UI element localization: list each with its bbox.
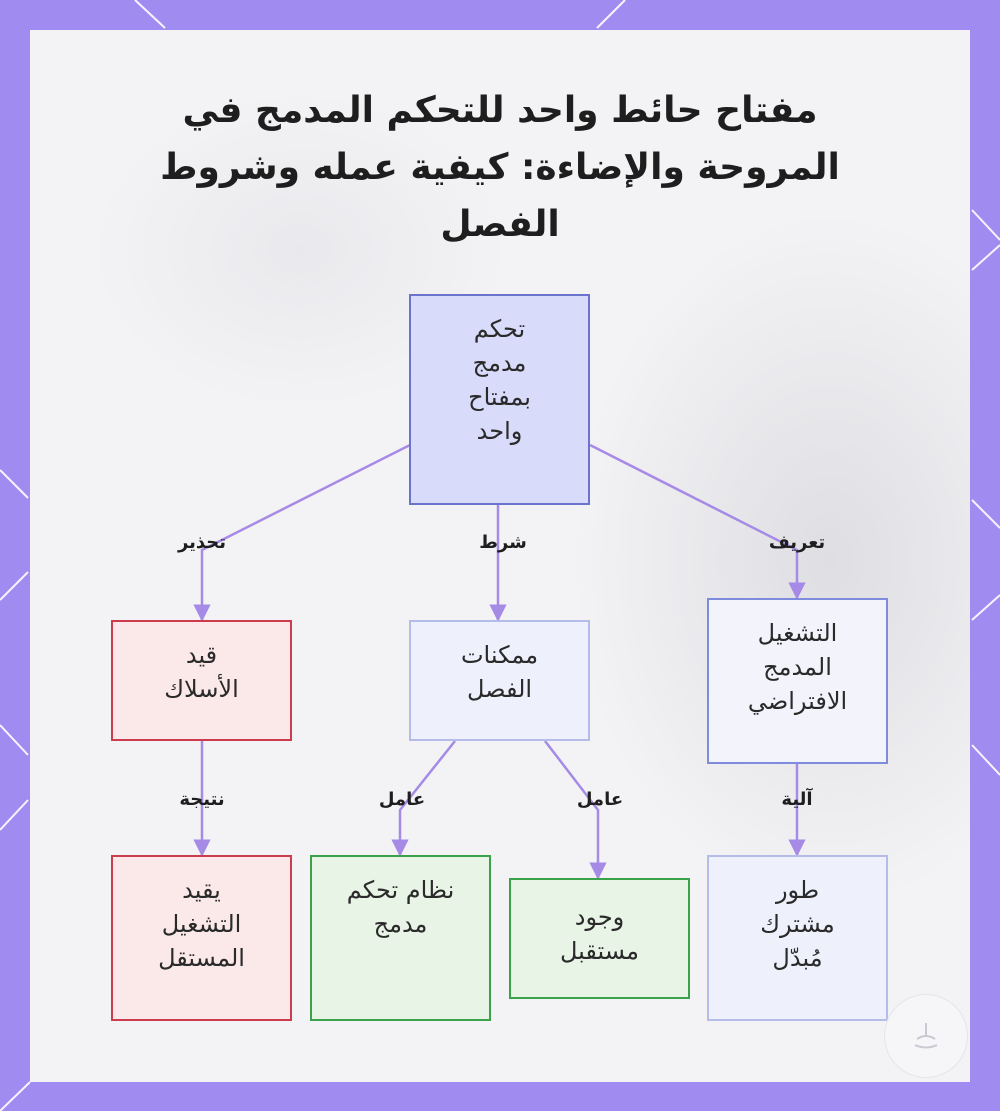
node-root: تحكم مدمج بمفتاح واحد bbox=[409, 294, 590, 505]
node-separation: ممكنات الفصل bbox=[409, 620, 590, 741]
edge-label-result: نتيجة bbox=[179, 789, 225, 810]
node-independent-limit-label: يقيد التشغيل المستقل bbox=[158, 876, 245, 972]
edge-root-to-wire-limit bbox=[193, 443, 411, 622]
diagram-title: مفتاح حائط واحد للتحكم المدمج في المروحة… bbox=[160, 90, 840, 245]
node-integrated-system: نظام تحكم مدمج bbox=[310, 855, 491, 1021]
edge-root-to-default-operation bbox=[589, 443, 806, 600]
node-independent-limit: يقيد التشغيل المستقل bbox=[111, 855, 292, 1021]
node-default-operation-label: التشغيل المدمج الافتراضي bbox=[747, 619, 848, 715]
node-wire-limit-label: قيد الأسلاك bbox=[164, 641, 239, 703]
node-shared-phase: طور مشترك مُبدّل bbox=[707, 855, 888, 1021]
node-shared-phase-label: طور مشترك مُبدّل bbox=[760, 876, 835, 972]
node-integrated-system-label: نظام تحكم مدمج bbox=[346, 876, 455, 938]
node-receiver-label: وجود مستقبل bbox=[559, 903, 640, 965]
node-default-operation: التشغيل المدمج الافتراضي bbox=[707, 598, 888, 764]
edge-label-warning: تحذير bbox=[177, 532, 227, 553]
node-separation-label: ممكنات الفصل bbox=[460, 641, 539, 703]
edge-label-definition: تعريف bbox=[768, 532, 826, 553]
edge-label-factor-2: عامل bbox=[576, 789, 624, 810]
node-wire-limit: قيد الأسلاك bbox=[111, 620, 292, 741]
edge-label-mechanism: آلية bbox=[781, 789, 813, 810]
edge-label-condition: شرط bbox=[479, 532, 527, 553]
node-receiver: وجود مستقبل bbox=[509, 878, 690, 999]
edge-separation-to-receiver bbox=[544, 740, 607, 880]
watermark-logo-icon bbox=[884, 994, 968, 1078]
edge-label-factor-1: عامل bbox=[378, 789, 426, 810]
edge-separation-to-integrated bbox=[391, 740, 456, 857]
node-root-label: تحكم مدمج بمفتاح واحد bbox=[468, 315, 531, 445]
